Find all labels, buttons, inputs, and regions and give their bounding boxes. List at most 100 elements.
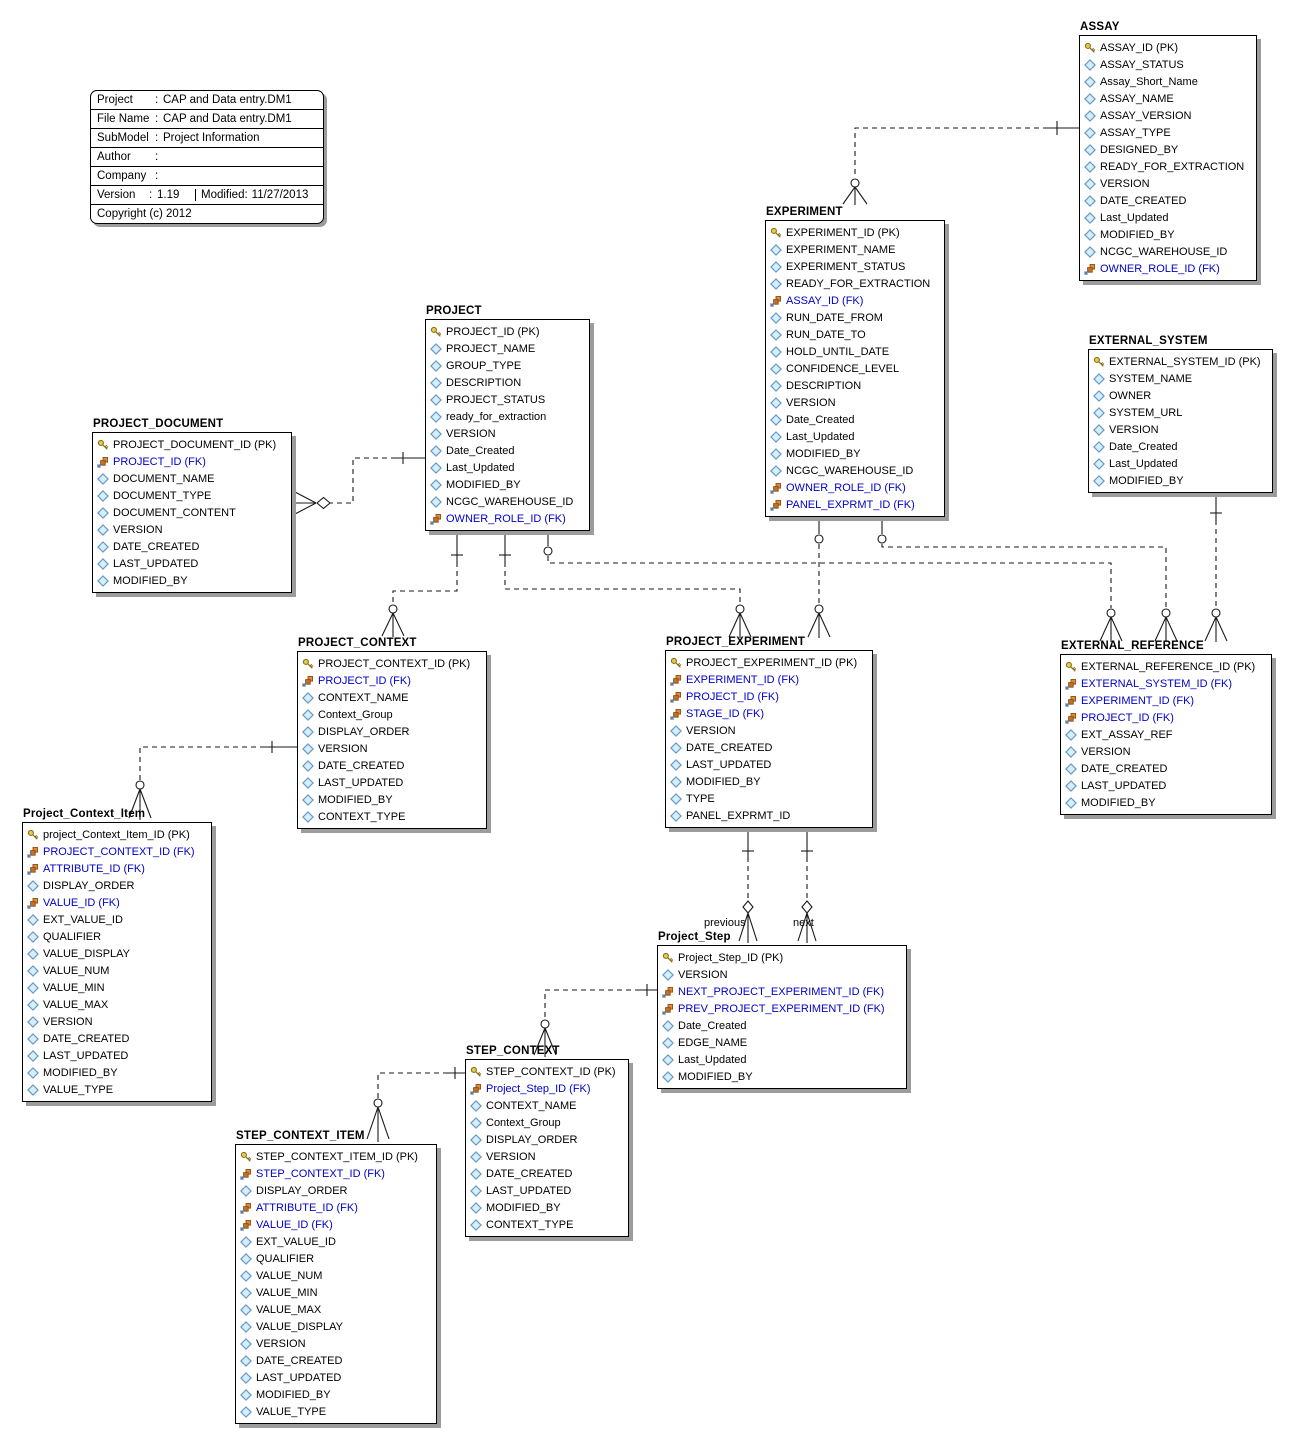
field-row[interactable]: VERSION [766, 394, 944, 411]
field-row[interactable]: TYPE [666, 790, 872, 807]
field-row[interactable]: EDGE_NAME [658, 1034, 906, 1051]
field-row[interactable]: EXTERNAL_SYSTEM_ID (FK) [1061, 675, 1271, 692]
field-row[interactable]: PROJECT_STATUS [426, 391, 589, 408]
field-row[interactable]: DOCUMENT_TYPE [93, 487, 291, 504]
field-row[interactable]: READY_FOR_EXTRACTION [1080, 158, 1256, 175]
field-row[interactable]: LAST_UPDATED [1061, 777, 1271, 794]
field-row[interactable]: CONTEXT_NAME [298, 689, 486, 706]
field-row[interactable]: EXPERIMENT_NAME [766, 241, 944, 258]
field-row[interactable]: GROUP_TYPE [426, 357, 589, 374]
field-row[interactable]: PROJECT_NAME [426, 340, 589, 357]
field-row[interactable]: DISPLAY_ORDER [298, 723, 486, 740]
field-row[interactable]: EXTERNAL_REFERENCE_ID (PK) [1061, 658, 1271, 675]
field-row[interactable]: PROJECT_DOCUMENT_ID (PK) [93, 436, 291, 453]
field-row[interactable]: LAST_UPDATED [666, 756, 872, 773]
field-row[interactable]: VERSION [23, 1013, 211, 1030]
field-row[interactable]: OWNER [1089, 387, 1272, 404]
field-row[interactable]: CONTEXT_TYPE [466, 1216, 628, 1233]
field-row[interactable]: VALUE_ID (FK) [236, 1216, 436, 1233]
field-row[interactable]: VALUE_DISPLAY [236, 1318, 436, 1335]
field-row[interactable]: RUN_DATE_FROM [766, 309, 944, 326]
field-row[interactable]: SYSTEM_URL [1089, 404, 1272, 421]
field-row[interactable]: HOLD_UNTIL_DATE [766, 343, 944, 360]
field-row[interactable]: VALUE_MAX [236, 1301, 436, 1318]
field-row[interactable]: EXPERIMENT_ID (FK) [1061, 692, 1271, 709]
field-row[interactable]: MODIFIED_BY [298, 791, 486, 808]
field-row[interactable]: PREV_PROJECT_EXPERIMENT_ID (FK) [658, 1000, 906, 1017]
field-row[interactable]: MODIFIED_BY [93, 572, 291, 589]
field-row[interactable]: Last_Updated [658, 1051, 906, 1068]
field-row[interactable]: DATE_CREATED [23, 1030, 211, 1047]
field-row[interactable]: MODIFIED_BY [766, 445, 944, 462]
field-row[interactable]: MODIFIED_BY [236, 1386, 436, 1403]
field-row[interactable]: VALUE_NUM [236, 1267, 436, 1284]
field-row[interactable]: DATE_CREATED [93, 538, 291, 555]
field-row[interactable]: Context_Group [466, 1114, 628, 1131]
field-row[interactable]: MODIFIED_BY [666, 773, 872, 790]
field-row[interactable]: DISPLAY_ORDER [236, 1182, 436, 1199]
field-row[interactable]: Last_Updated [426, 459, 589, 476]
field-row[interactable]: DATE_CREATED [666, 739, 872, 756]
field-row[interactable]: LAST_UPDATED [236, 1369, 436, 1386]
field-row[interactable]: VERSION [93, 521, 291, 538]
field-row[interactable]: PROJECT_CONTEXT_ID (PK) [298, 655, 486, 672]
field-row[interactable]: Date_Created [426, 442, 589, 459]
field-row[interactable]: Date_Created [766, 411, 944, 428]
field-row[interactable]: MODIFIED_BY [426, 476, 589, 493]
field-row[interactable]: CONTEXT_NAME [466, 1097, 628, 1114]
field-row[interactable]: PROJECT_EXPERIMENT_ID (PK) [666, 654, 872, 671]
field-row[interactable]: DATE_CREATED [1080, 192, 1256, 209]
field-row[interactable]: MODIFIED_BY [658, 1068, 906, 1085]
field-row[interactable]: VALUE_ID (FK) [23, 894, 211, 911]
field-row[interactable]: ASSAY_VERSION [1080, 107, 1256, 124]
field-row[interactable]: ready_for_extraction [426, 408, 589, 425]
field-row[interactable]: LAST_UPDATED [298, 774, 486, 791]
field-row[interactable]: PANEL_EXPRMT_ID (FK) [766, 496, 944, 513]
field-row[interactable]: Last_Updated [1080, 209, 1256, 226]
field-row[interactable]: DATE_CREATED [466, 1165, 628, 1182]
field-row[interactable]: DATE_CREATED [298, 757, 486, 774]
field-row[interactable]: ASSAY_ID (FK) [766, 292, 944, 309]
field-row[interactable]: project_Context_Item_ID (PK) [23, 826, 211, 843]
field-row[interactable]: VERSION [426, 425, 589, 442]
field-row[interactable]: MODIFIED_BY [1061, 794, 1271, 811]
field-row[interactable]: MODIFIED_BY [23, 1064, 211, 1081]
field-row[interactable]: STEP_CONTEXT_ID (FK) [236, 1165, 436, 1182]
field-row[interactable]: VERSION [466, 1148, 628, 1165]
field-row[interactable]: VALUE_DISPLAY [23, 945, 211, 962]
field-row[interactable]: ASSAY_NAME [1080, 90, 1256, 107]
field-row[interactable]: EXPERIMENT_STATUS [766, 258, 944, 275]
field-row[interactable]: STEP_CONTEXT_ITEM_ID (PK) [236, 1148, 436, 1165]
field-row[interactable]: PANEL_EXPRMT_ID [666, 807, 872, 824]
field-row[interactable]: PROJECT_ID (PK) [426, 323, 589, 340]
field-row[interactable]: DATE_CREATED [1061, 760, 1271, 777]
field-row[interactable]: VALUE_NUM [23, 962, 211, 979]
field-row[interactable]: EXT_VALUE_ID [23, 911, 211, 928]
field-row[interactable]: MODIFIED_BY [1080, 226, 1256, 243]
field-row[interactable]: VALUE_MAX [23, 996, 211, 1013]
field-row[interactable]: NCGC_WAREHOUSE_ID [1080, 243, 1256, 260]
field-row[interactable]: Date_Created [658, 1017, 906, 1034]
field-row[interactable]: SYSTEM_NAME [1089, 370, 1272, 387]
field-row[interactable]: DISPLAY_ORDER [466, 1131, 628, 1148]
field-row[interactable]: VERSION [1061, 743, 1271, 760]
field-row[interactable]: Project_Step_ID (PK) [658, 949, 906, 966]
field-row[interactable]: EXPERIMENT_ID (FK) [666, 671, 872, 688]
field-row[interactable]: LAST_UPDATED [93, 555, 291, 572]
field-row[interactable]: MODIFIED_BY [466, 1199, 628, 1216]
field-row[interactable]: EXPERIMENT_ID (PK) [766, 224, 944, 241]
field-row[interactable]: DESIGNED_BY [1080, 141, 1256, 158]
field-row[interactable]: DESCRIPTION [766, 377, 944, 394]
field-row[interactable]: PROJECT_ID (FK) [1061, 709, 1271, 726]
field-row[interactable]: VERSION [658, 966, 906, 983]
